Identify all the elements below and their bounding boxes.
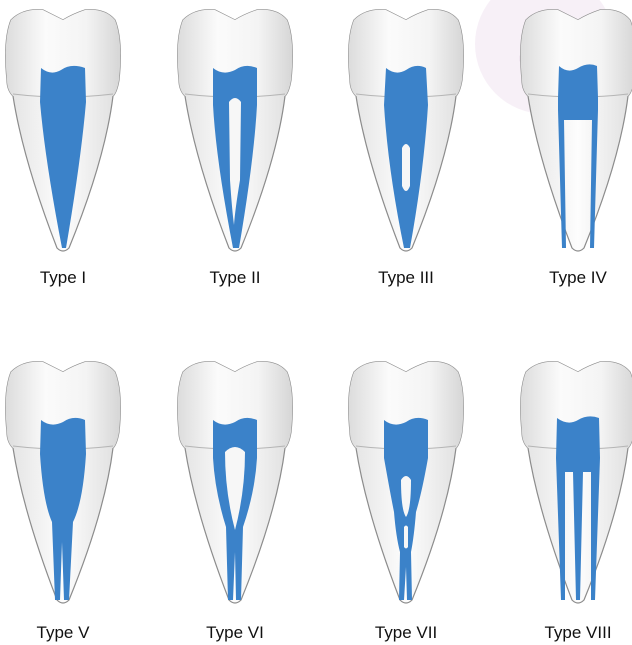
tooth-8: [521, 362, 632, 603]
tooth-2: [178, 10, 293, 251]
type-label: Type II: [165, 268, 305, 288]
canal-separation: [402, 144, 410, 191]
root-canal: [556, 416, 600, 600]
type-label: Type I: [0, 268, 133, 288]
type-label: Type V: [0, 623, 133, 643]
tooth-7: [349, 362, 464, 603]
tooth-4: [521, 10, 632, 251]
type-label: Type IV: [508, 268, 632, 288]
type-label: Type VI: [165, 623, 305, 643]
tooth-1: [6, 10, 121, 251]
tooth-5: [6, 362, 121, 603]
type-label: Type III: [336, 268, 476, 288]
type-label: Type VIII: [508, 623, 632, 643]
tooth-3: [349, 10, 464, 251]
type-label: Type VII: [336, 623, 476, 643]
tooth-6: [178, 362, 293, 603]
canal-separation: [404, 526, 408, 549]
